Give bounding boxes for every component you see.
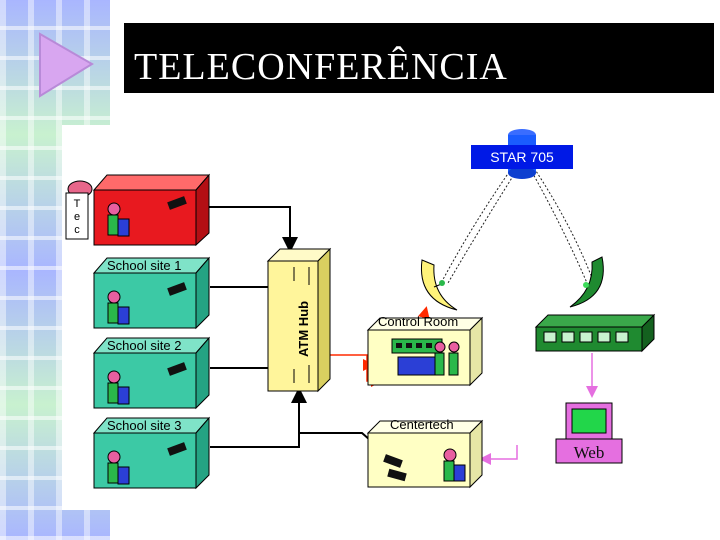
control-room: Control Room [366, 314, 484, 387]
school-site-2: School site 2 [92, 336, 211, 410]
tec-char-3: c [74, 224, 80, 236]
tec-label: T e c [65, 180, 93, 240]
network-switch [534, 313, 656, 353]
centertech: Centertech [366, 417, 484, 489]
satellite-label: STAR 705 [490, 149, 554, 165]
school-site-3-label: School site 3 [107, 418, 181, 433]
school-site-2-label: School site 2 [107, 338, 181, 353]
play-arrow-icon [39, 32, 94, 98]
connection-lines [207, 164, 598, 472]
tec-char-2: e [74, 211, 80, 223]
web-computer-icon [555, 402, 623, 464]
centertech-label: Centertech [390, 417, 454, 432]
satellite-dish-icon [569, 256, 604, 308]
satellite-dish-icon [420, 259, 458, 311]
control-room-label: Control Room [378, 314, 458, 329]
tec-char-1: T [74, 198, 81, 210]
school-site-1-label: School site 1 [107, 258, 181, 273]
page-title: TELECONFERÊNCIA [134, 46, 508, 88]
hub-label: ATM Hub [296, 301, 311, 357]
school-site-3: School site 3 [92, 416, 211, 490]
satellite-label-box [471, 145, 573, 169]
atm-hub: ATM Hub [266, 247, 332, 393]
network-diagram: STAR 705 T e c School site 1 School site… [62, 125, 690, 510]
school-site-1: School site 1 [92, 256, 211, 330]
web-label: Web [574, 443, 605, 462]
title-bar: TELECONFERÊNCIA [124, 23, 714, 93]
origin-site [92, 173, 211, 247]
